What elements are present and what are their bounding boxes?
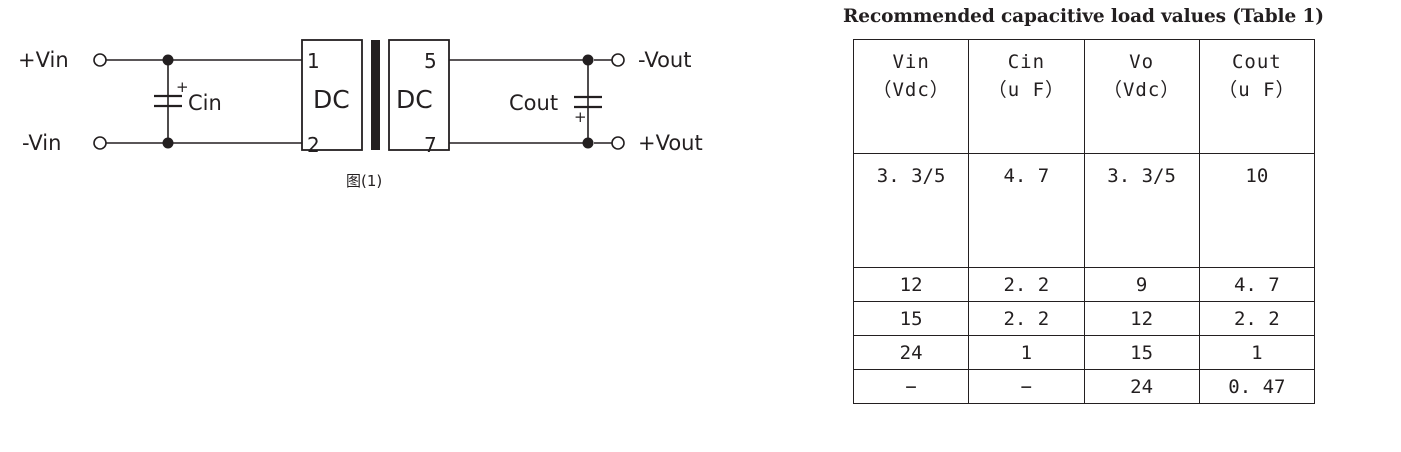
output-terminal-label-negative: -Vout	[638, 48, 691, 72]
pin-label-1: 1	[307, 49, 320, 73]
cell-value: 12	[1130, 307, 1154, 330]
isolation-barrier	[371, 40, 380, 150]
terminal-circle-vin-positive	[93, 53, 107, 67]
table-cell: 12	[852, 267, 970, 302]
cell-value: 2. 2	[1233, 307, 1280, 330]
circuit-diagram: +Vin -Vin + Cin 1 2 DC 5 7 DC	[0, 0, 760, 210]
table-cell: −	[968, 369, 1085, 404]
terminal-circle-vout-positive	[611, 136, 625, 150]
converter-block-secondary	[388, 39, 450, 151]
cout-label: Cout	[509, 91, 558, 115]
table-cell: 1	[968, 335, 1085, 370]
converter-block-secondary-label: DC	[396, 85, 433, 114]
input-terminal-label-positive: +Vin	[18, 48, 69, 72]
table-cell: 15	[852, 301, 970, 336]
table-cell: −	[852, 369, 970, 404]
table-cell: 0. 47	[1198, 369, 1316, 404]
column-header-vo-name: Vo	[1129, 51, 1155, 73]
cell-value: 4. 7	[1003, 165, 1050, 187]
column-header-vo-unit: （Vdc）	[1102, 78, 1181, 101]
column-header-vin-name: Vin	[892, 51, 930, 73]
column-header-vo: Vo （Vdc）	[1083, 39, 1200, 154]
table-cell: 12	[1083, 301, 1200, 336]
table-cell: 10	[1198, 153, 1316, 268]
cell-value: −	[905, 375, 917, 398]
terminal-circle-vin-negative	[93, 136, 107, 150]
table-cell: 4. 7	[1198, 267, 1316, 302]
cell-value: 1	[1020, 341, 1033, 364]
output-terminal-label-positive: +Vout	[638, 131, 703, 155]
table-row: 3. 3/5 4. 7 3. 3/5 10	[852, 153, 1316, 268]
table-cell: 2. 2	[968, 267, 1085, 302]
input-terminal-label-negative: -Vin	[22, 131, 61, 155]
table-cell: 4. 7	[968, 153, 1085, 268]
cout-polarity-marker: +	[574, 108, 587, 126]
table-row: 15 2. 2 12 2. 2	[852, 301, 1316, 336]
cell-value: 1	[1251, 341, 1263, 364]
converter-block-primary-label: DC	[313, 85, 350, 114]
figure-caption: 图(1)	[346, 172, 382, 190]
pin-label-7: 7	[424, 133, 437, 157]
table-header-row: Vin （Vdc） Cin （u F） Vo （Vdc） Cout （u F）	[852, 39, 1316, 154]
column-header-cin-unit: （u F）	[987, 78, 1066, 101]
cell-value: 2. 2	[1003, 273, 1050, 296]
table-cell: 2. 2	[968, 301, 1085, 336]
column-header-cin-name: Cin	[1007, 51, 1046, 73]
table-cell: 15	[1083, 335, 1200, 370]
column-header-cout: Cout （u F）	[1198, 39, 1316, 154]
cell-value: 12	[899, 273, 923, 296]
pin-label-5: 5	[424, 49, 437, 73]
junction-dot-vin-positive	[162, 54, 174, 66]
cin-polarity-marker: +	[176, 78, 189, 96]
table-cell: 2. 2	[1198, 301, 1316, 336]
table-cell: 3. 3/5	[1083, 153, 1200, 268]
cell-value: 10	[1245, 165, 1269, 187]
cin-label: Cin	[188, 91, 222, 115]
column-header-cin: Cin （u F）	[968, 39, 1085, 154]
converter-block-primary	[301, 39, 363, 151]
column-header-cout-unit: （u F）	[1218, 78, 1296, 101]
table-cell: 24	[852, 335, 970, 370]
cell-value: 24	[1130, 375, 1154, 398]
table-cell: 24	[1083, 369, 1200, 404]
cell-value: 15	[1130, 341, 1154, 364]
table-row: 12 2. 2 9 4. 7	[852, 267, 1316, 302]
table-cell: 1	[1198, 335, 1316, 370]
capacitive-load-table: Vin （Vdc） Cin （u F） Vo （Vdc） Cout （u F） …	[852, 39, 1316, 404]
terminal-circle-vout-negative	[611, 53, 625, 67]
cell-value: −	[1020, 375, 1033, 398]
cell-value: 15	[899, 307, 923, 330]
table-title: Recommended capacitive load values (Tabl…	[843, 6, 1324, 27]
table-row: − − 24 0. 47	[852, 369, 1316, 404]
junction-dot-vin-negative	[162, 137, 174, 149]
cell-value: 4. 7	[1233, 273, 1280, 296]
table-cell: 3. 3/5	[852, 153, 970, 268]
table-cell: 9	[1083, 267, 1200, 302]
column-header-vin: Vin （Vdc）	[852, 39, 970, 154]
junction-dot-vout-negative	[582, 54, 594, 66]
cell-value: 3. 3/5	[1107, 165, 1176, 187]
cell-value: 9	[1135, 273, 1148, 296]
pin-label-2: 2	[307, 133, 320, 157]
column-header-vin-unit: （Vdc）	[872, 78, 950, 101]
table-row: 24 1 15 1	[852, 335, 1316, 370]
cell-value: 2. 2	[1003, 307, 1050, 330]
cell-value: 0. 47	[1228, 375, 1286, 398]
cell-value: 3. 3/5	[876, 165, 946, 187]
junction-dot-vout-positive	[582, 137, 594, 149]
cell-value: 24	[899, 341, 923, 364]
capacitive-load-table-panel: Recommended capacitive load values (Tabl…	[843, 0, 1343, 404]
column-header-cout-name: Cout	[1231, 51, 1282, 73]
